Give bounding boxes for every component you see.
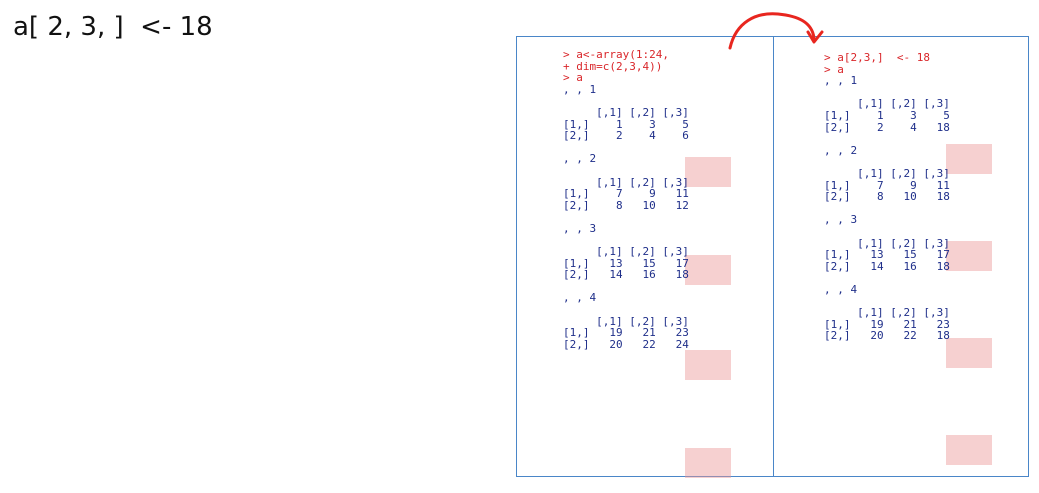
console-line: [,1] [,2] [,3]	[563, 314, 689, 328]
console-line	[824, 133, 950, 145]
console-line: [2,] 2 4 18	[824, 120, 950, 134]
highlight-slice-4	[685, 448, 731, 478]
console-line: [,1] [,2] [,3]	[824, 166, 950, 180]
curved-arrow-icon	[728, 12, 824, 50]
console-line: , , 1	[563, 82, 597, 96]
highlight-slice-2	[946, 241, 992, 271]
console-line: , , 4	[563, 291, 597, 305]
console-line	[824, 226, 950, 238]
console-line: > a	[563, 71, 583, 85]
console-line: [,1] [,2] [,3]	[824, 97, 950, 111]
console-line: [,1] [,2] [,3]	[824, 306, 950, 320]
highlight-slice-3	[685, 350, 731, 380]
console-line	[563, 304, 689, 316]
page-title: a[ 2, 3, ] <- 18	[13, 12, 213, 42]
console-line: [1,] 1 3 5	[824, 108, 950, 122]
console-line: [1,] 13 15 17	[563, 256, 689, 270]
console-after-panel: > a[2,3,] <- 18> a, , 1 [,1] [,2] [,3][1…	[773, 36, 1029, 477]
console-line: [1,] 7 9 11	[563, 187, 689, 201]
highlight-slice-1	[946, 144, 992, 174]
console-line: [1,] 7 9 11	[824, 178, 950, 192]
console-line: [2,] 14 16 18	[824, 259, 950, 273]
console-line	[563, 165, 689, 177]
console-line: , , 2	[563, 152, 597, 166]
console-line: [,1] [,2] [,3]	[563, 245, 689, 259]
console-line: [2,] 2 4 6	[563, 129, 689, 143]
highlight-slice-4	[946, 435, 992, 465]
console-line: [2,] 20 22 18	[824, 329, 950, 343]
console-line: [1,] 1 3 5	[563, 117, 689, 131]
console-line: + dim=c(2,3,4))	[563, 59, 663, 73]
console-output-after: > a[2,3,] <- 18> a, , 1 [,1] [,2] [,3][1…	[824, 52, 950, 342]
console-line: [1,] 13 15 17	[824, 248, 950, 262]
console-line: [2,] 8 10 12	[563, 198, 689, 212]
console-line: [2,] 20 22 24	[563, 337, 689, 351]
console-line: [2,] 8 10 18	[824, 190, 950, 204]
console-line: , , 3	[563, 221, 597, 235]
highlight-slice-2	[685, 255, 731, 285]
console-output-before: > a<-array(1:24,+ dim=c(2,3,4))> a, , 1 …	[563, 49, 689, 350]
highlight-slice-3	[946, 338, 992, 368]
console-line: [,1] [,2] [,3]	[824, 236, 950, 250]
console-line: , , 4	[824, 282, 858, 296]
console-line: [1,] 19 21 23	[824, 317, 950, 331]
console-line: [,1] [,2] [,3]	[563, 175, 689, 189]
console-line: [1,] 19 21 23	[563, 326, 689, 340]
console-line: , , 1	[824, 74, 858, 88]
console-before-panel: > a<-array(1:24,+ dim=c(2,3,4))> a, , 1 …	[516, 36, 774, 478]
console-line: > a[2,3,] <- 18	[824, 51, 930, 64]
console-line: [,1] [,2] [,3]	[563, 105, 689, 119]
console-line: , , 3	[824, 213, 858, 227]
console-line: > a<-array(1:24,	[563, 48, 669, 61]
console-line: > a	[824, 62, 844, 76]
highlight-slice-1	[685, 157, 731, 187]
console-line: [2,] 14 16 18	[563, 268, 689, 282]
console-line: , , 2	[824, 143, 858, 157]
